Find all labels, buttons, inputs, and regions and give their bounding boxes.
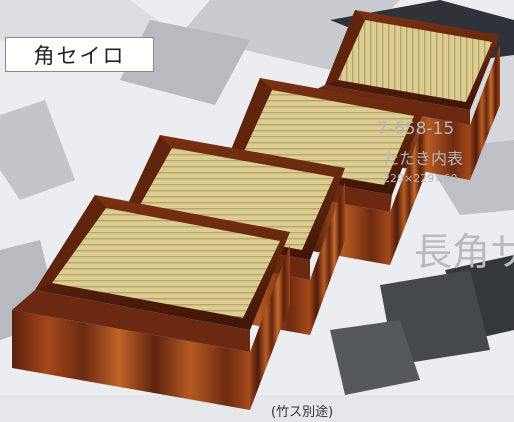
background-size-label: たたき内表 (383, 149, 464, 168)
product-caption: (竹ス別途) (271, 405, 334, 420)
background-dimensions: 229×229×60 (383, 172, 458, 185)
background-title: 長角サ (414, 230, 514, 274)
tray-1 (12, 195, 290, 410)
background-product-code: 7-658-15 (377, 119, 455, 139)
product-label: 角セイロ (5, 37, 154, 72)
